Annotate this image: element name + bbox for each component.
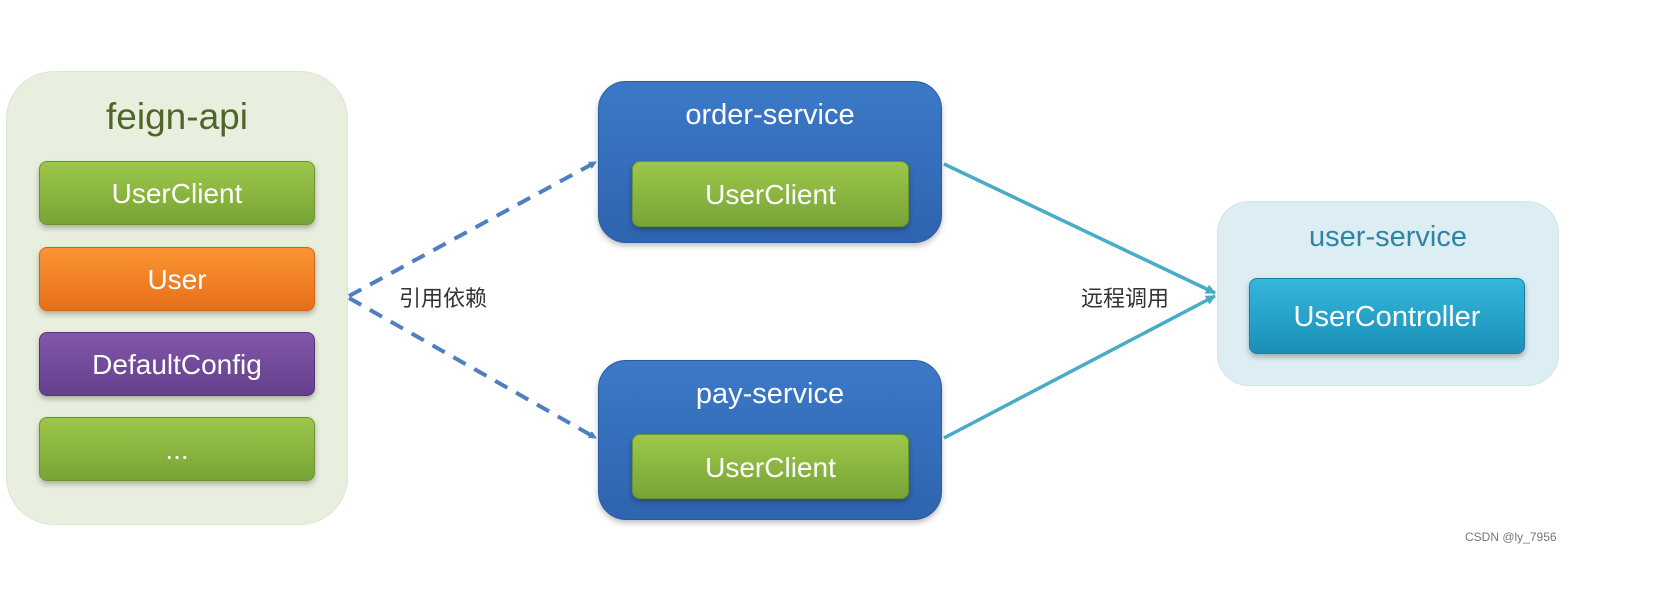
pay-userclient-node: UserClient [632, 434, 909, 499]
remote-call-edge-pay [943, 294, 1216, 440]
dependency-edge-order [348, 160, 597, 298]
feign-api-title: feign-api [106, 96, 248, 137]
remote-call-edge-label: 远程调用 [1081, 286, 1170, 311]
order-service-title: order-service [685, 99, 855, 131]
user-service-group: user-service UserController [1217, 201, 1559, 386]
order-service-group: order-service UserClient [598, 81, 942, 243]
pay-service-title: pay-service [695, 378, 845, 410]
csdn-watermark: CSDN @ly_7956 [1465, 530, 1557, 544]
feign-api-group: feign-api UserClient User DefaultConfig … [6, 71, 348, 525]
feign-more-node: ... [39, 417, 315, 481]
user-service-title: user-service [1309, 221, 1467, 253]
feign-defaultconfig-node: DefaultConfig [39, 332, 315, 396]
dependency-edge-pay [348, 296, 597, 440]
pay-service-group: pay-service UserClient [598, 360, 942, 520]
dependency-edge-label: 引用依赖 [399, 286, 488, 311]
user-controller-node: UserController [1249, 278, 1525, 354]
order-userclient-node: UserClient [632, 161, 909, 227]
remote-call-edge-order [943, 162, 1216, 295]
feign-user-node: User [39, 247, 315, 311]
feign-userclient-node: UserClient [39, 161, 315, 225]
